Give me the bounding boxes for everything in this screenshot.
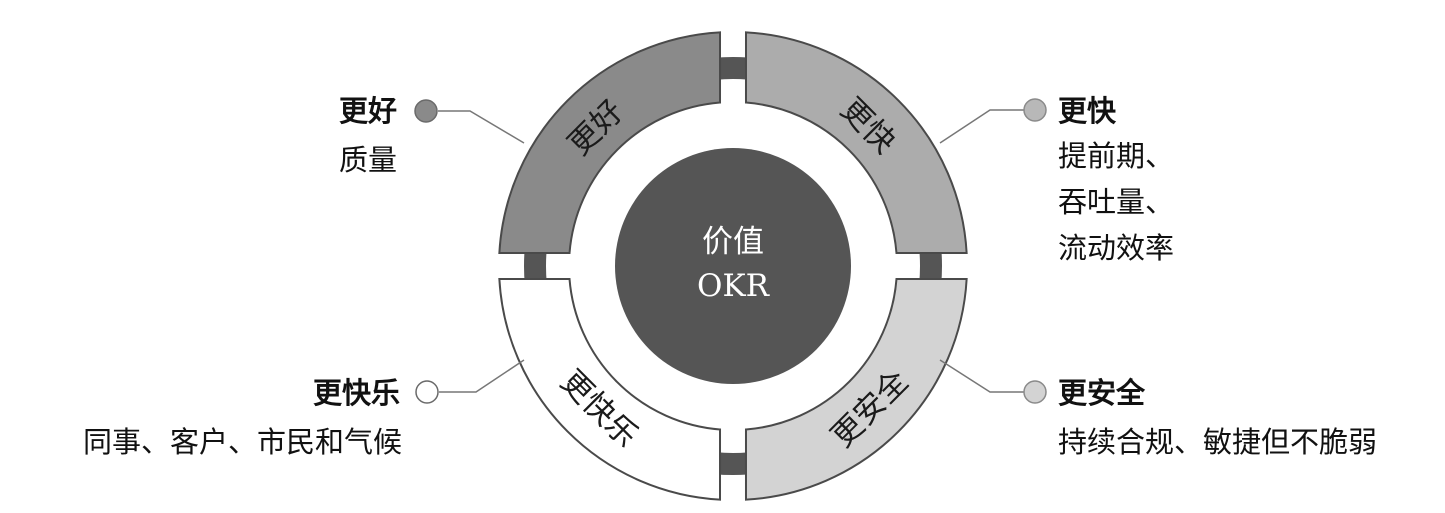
callout-heading-better: 更好 (339, 94, 397, 128)
segment-better (498, 31, 722, 255)
center-label-okr: OKR (697, 268, 771, 304)
callout-line-safer-1: 持续合规、敏捷但不脆弱 (1058, 425, 1377, 459)
track-ring (524, 57, 942, 475)
callout-dot-happier (415, 380, 439, 404)
callout-line-faster-2: 吞吐量、 (1058, 185, 1174, 219)
callout-dot-faster (1023, 98, 1047, 122)
callout-line-faster-1: 提前期、 (1058, 139, 1174, 173)
callout-dot-safer (1023, 380, 1047, 404)
callout-line-happier-1: 同事、客户、市民和气候 (83, 425, 402, 459)
callout-heading-happier: 更快乐 (313, 376, 400, 410)
segment-safer (744, 277, 968, 501)
segment-faster (744, 31, 968, 255)
callout-line-better-1: 质量 (339, 143, 397, 177)
callout-heading-safer: 更安全 (1058, 376, 1146, 410)
callout-dot-better (414, 99, 438, 123)
core-circle (615, 148, 851, 384)
leader-line-better (438, 110, 525, 144)
leader-line-safer (939, 359, 1024, 393)
leader-line-happier (439, 359, 525, 393)
segment-happier (498, 277, 722, 501)
leader-line-faster (939, 109, 1024, 144)
callout-line-faster-3: 流动效率 (1058, 231, 1174, 265)
callout-heading-faster: 更快 (1058, 94, 1117, 128)
center-label-value: 价值 (702, 224, 764, 260)
